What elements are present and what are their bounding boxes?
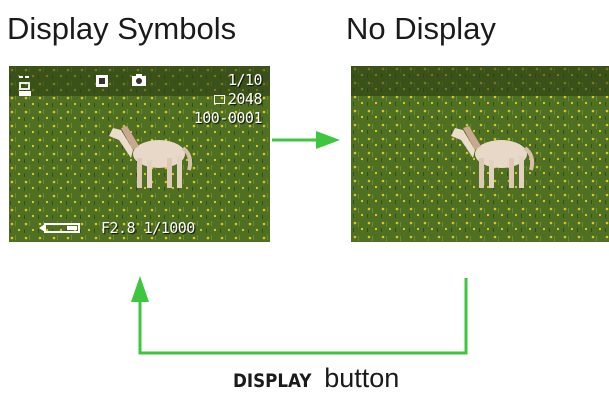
pony-figure-clean bbox=[451, 126, 535, 188]
lock-icon bbox=[96, 75, 108, 87]
screen-with-display-symbols: 1/10 2048 100-0001 F2.8 1/1000 bbox=[9, 66, 270, 242]
display-symbols-title: Display Symbols bbox=[7, 11, 237, 46]
exposure-readout: F2.8 1/1000 bbox=[101, 219, 195, 237]
no-display-title: No Display bbox=[346, 11, 496, 46]
camera-icon bbox=[132, 74, 146, 86]
print-icon bbox=[19, 76, 31, 96]
meadow-photo-clean bbox=[351, 66, 609, 242]
screen-no-display bbox=[351, 66, 609, 242]
resolution-icon bbox=[213, 95, 225, 104]
button-word: button bbox=[324, 363, 400, 393]
resolution-value: 2048 bbox=[227, 90, 263, 108]
arrow-back-to-display bbox=[131, 276, 468, 355]
pony-figure bbox=[109, 126, 193, 188]
display-button-caption: DISPLAY button bbox=[233, 362, 399, 399]
resolution-readout: 2048 bbox=[213, 90, 263, 108]
battery-icon bbox=[39, 223, 80, 233]
meadow-photo bbox=[9, 66, 270, 242]
file-number: 100-0001 bbox=[193, 109, 263, 127]
display-key-label: DISPLAY bbox=[233, 370, 312, 392]
arrow-to-no-display bbox=[272, 131, 340, 149]
frame-counter: 1/10 bbox=[227, 71, 263, 89]
